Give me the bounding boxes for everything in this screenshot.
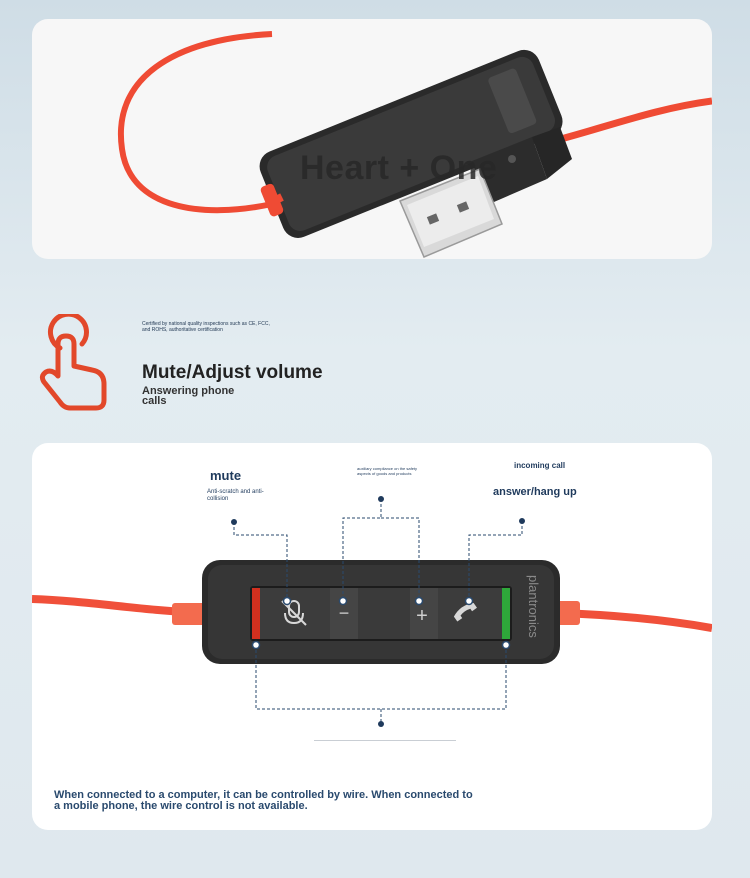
cable-right	[541, 97, 712, 148]
feature-subtitle: Answering phone calls	[142, 385, 235, 407]
cable-right	[556, 609, 712, 632]
answer-led	[502, 588, 510, 639]
caption-placeholder-line	[314, 740, 456, 741]
cable-left	[117, 31, 273, 214]
inline-controller	[202, 560, 560, 664]
usb-controller-illustration	[117, 31, 712, 258]
feature-title: Mute/Adjust volume	[142, 362, 323, 383]
overlay-title: Heart + One	[300, 149, 498, 187]
tap-hand-icon	[39, 314, 107, 411]
callout-dots	[251, 596, 511, 650]
handset-icon	[453, 602, 477, 622]
volume-minus-icon: −	[339, 603, 350, 623]
incoming-call-label: incoming call	[514, 461, 566, 470]
volume-plus-icon: +	[416, 605, 428, 627]
usb-plug	[399, 127, 572, 258]
certification-fine-print: Certified by national quality inspection…	[142, 321, 270, 333]
wire-control-note: When connected to a computer, it can be …	[54, 789, 473, 812]
mute-sublabel: Anti-scratch and anti-collision	[207, 489, 264, 502]
controller-diagram-card: − + plantronics mute Anti-scratch and an…	[32, 443, 712, 830]
volume-sublabel: auxiliary compliance on the safety aspec…	[357, 466, 418, 476]
answer-hangup-label: answer/hang up	[493, 486, 577, 498]
answer-button	[438, 588, 502, 639]
brand-imprint: plantronics	[526, 575, 541, 638]
product-photo-card: Heart + One	[32, 19, 712, 259]
mute-label: mute	[210, 468, 242, 483]
mute-led	[252, 588, 260, 639]
controller-diagram: − + plantronics	[32, 496, 712, 727]
callout-anchors	[231, 496, 525, 727]
